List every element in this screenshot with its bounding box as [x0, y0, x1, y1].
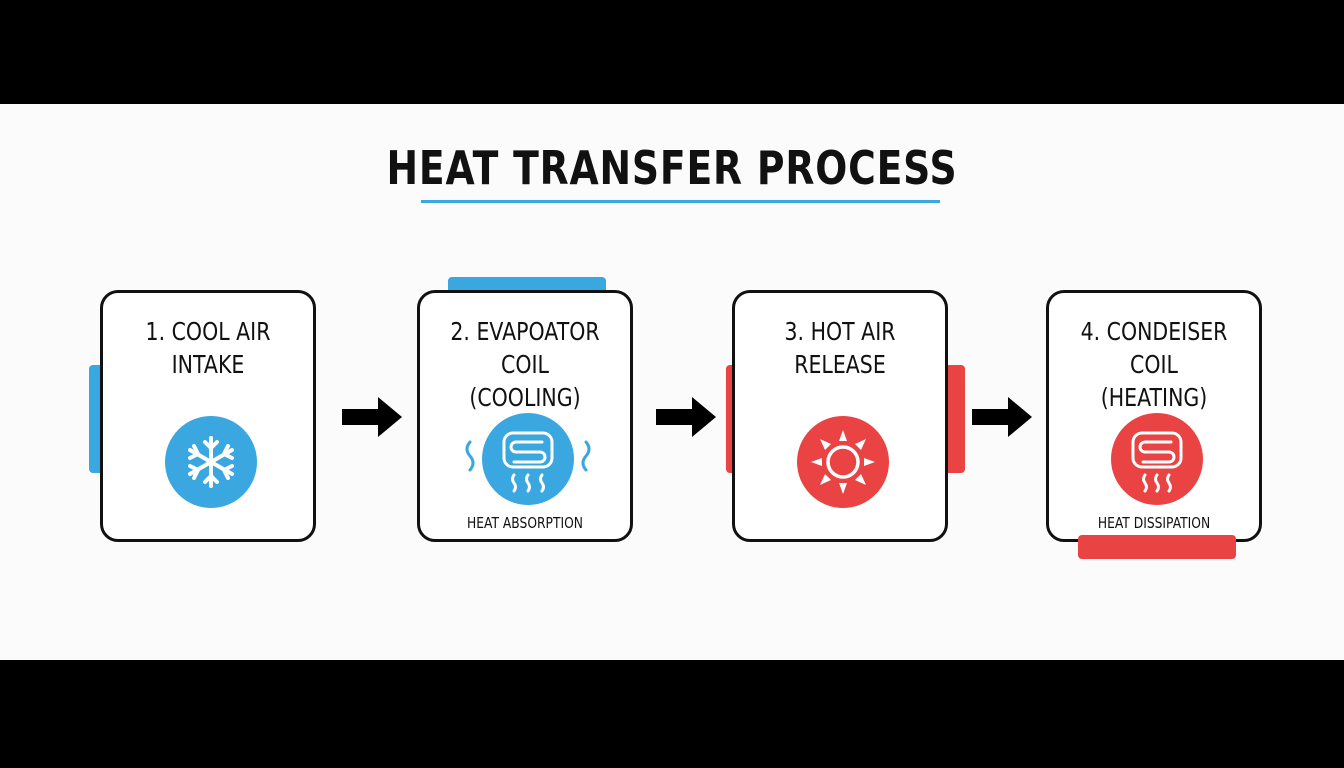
arrow-right-icon	[342, 397, 402, 437]
step-2-title: 2. EVAPOATOR COIL (COOLING)	[450, 317, 600, 412]
step-2-caption: HEAT ABSORPTION	[466, 514, 584, 532]
step-1-title: 1. COOL AIR INTAKE	[145, 317, 271, 379]
step-card-2: 2. EVAPOATOR COIL (COOLING) HEAT ABSORPT…	[417, 290, 633, 542]
card-3-right-accent-bar	[945, 365, 965, 473]
arrow-right-icon	[972, 397, 1032, 437]
diagram-title: HEAT TRANSFER PROCESS	[386, 141, 958, 195]
step-card-4: 4. CONDEISER COIL (HEATING) HEAT DISSIPA…	[1046, 290, 1262, 542]
cool-wave-right-icon	[581, 440, 591, 472]
step-3-title: 3. HOT AIR RELEASE	[784, 317, 896, 379]
snowflake-icon	[165, 416, 257, 508]
step-card-1: 1. COOL AIR INTAKE	[100, 290, 316, 542]
coil-heat-icon	[1111, 413, 1203, 505]
coil-icon	[482, 413, 574, 505]
step-4-caption: HEAT DISSIPATION	[1097, 514, 1211, 532]
card-4-bottom-accent-bar	[1078, 535, 1236, 559]
step-4-title: 4. CONDEISER COIL (HEATING)	[1080, 317, 1228, 412]
sun-icon	[797, 416, 889, 508]
arrow-right-icon	[656, 397, 716, 437]
title-underline	[421, 200, 940, 203]
cool-wave-left-icon	[465, 440, 475, 472]
step-card-3: 3. HOT AIR RELEASE	[732, 290, 948, 542]
